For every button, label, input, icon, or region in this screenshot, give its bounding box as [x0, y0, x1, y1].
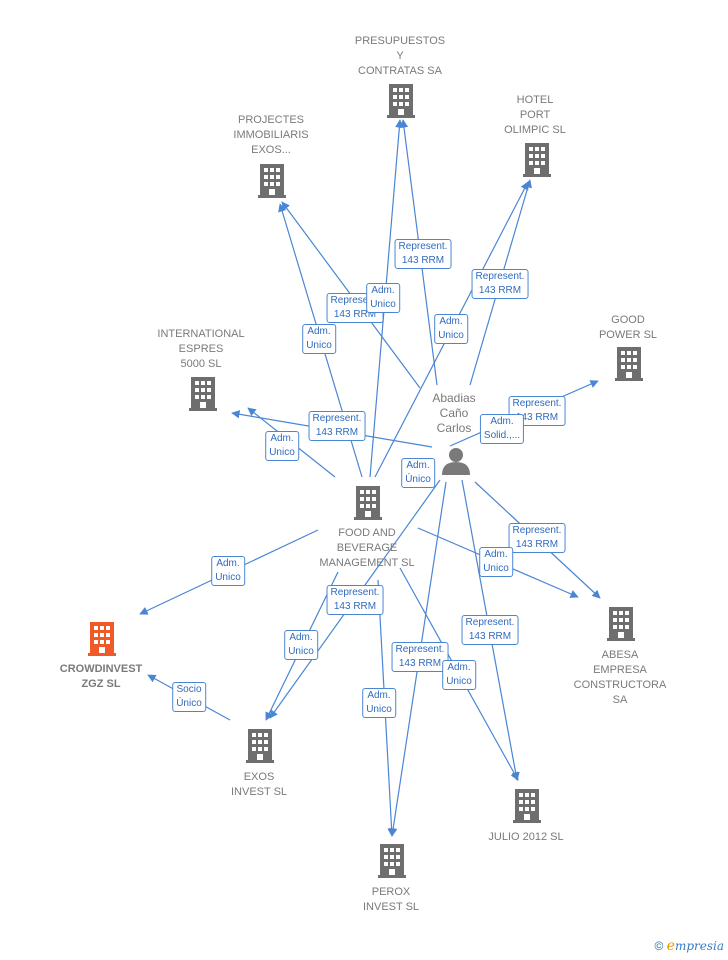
building-icon[interactable] [378, 844, 406, 878]
edge-label: Adm. Unico [302, 324, 336, 354]
edge-label: Adm. Unico [284, 630, 318, 660]
brand-logo-text: mpresia [674, 939, 724, 953]
edge-label: Adm. Unico [362, 688, 396, 718]
company-label-presupuestos[interactable]: PRESUPUESTOS Y CONTRATAS SA [354, 35, 446, 77]
edge-label: Adm. Unico [434, 314, 468, 344]
building-icon[interactable] [513, 789, 541, 823]
building-icon[interactable] [189, 377, 217, 411]
company-label-julio[interactable]: JULIO 2012 SL [488, 831, 564, 843]
building-icon[interactable] [523, 143, 551, 177]
company-label-perox[interactable]: PEROX INVEST SL [362, 886, 420, 913]
edge-label: Represent. 143 RRM [391, 642, 449, 672]
edge-label: Adm. Solid.,... [479, 414, 525, 444]
edge-label: Represent. 143 RRM [394, 239, 452, 269]
edge-label: Adm. Unico [442, 660, 476, 690]
edge-label: Represent. 143 RRM [471, 269, 529, 299]
edge-label: Adm. Unico [265, 431, 299, 461]
company-label-food[interactable]: FOOD AND BEVERAGE MANAGEMENT SL [319, 527, 415, 569]
company-label-exos[interactable]: EXOS INVEST SL [230, 771, 288, 798]
footer-brand[interactable]: © empresia [654, 938, 724, 954]
node-icons [88, 84, 643, 878]
copyright-icon: © [654, 939, 664, 953]
building-icon[interactable] [607, 607, 635, 641]
building-icon[interactable] [258, 164, 286, 198]
edge-label: Socio Único [172, 682, 206, 712]
company-label-abesa[interactable]: ABESA EMPRESA CONSTRUCTORA SA [573, 649, 667, 706]
company-label-crowdinvest[interactable]: CROWDINVEST ZGZ SL [59, 663, 143, 690]
edge-label: Represent. 143 RRM [508, 523, 566, 553]
company-label-international[interactable]: INTERNATIONAL ESPRES 5000 SL [157, 328, 245, 370]
building-icon[interactable] [387, 84, 415, 118]
edge-label: Represent. 143 RRM [326, 585, 384, 615]
person-name[interactable]: Abadias Caño Carlos [432, 391, 476, 435]
edge-label: Adm. Único [401, 458, 435, 488]
person-icon[interactable] [442, 448, 470, 475]
edge-label: Represent. 143 RRM [461, 615, 519, 645]
building-icon[interactable] [246, 729, 274, 763]
edge-label: Represent. 143 RRM [308, 411, 366, 441]
company-label-hotel[interactable]: HOTEL PORT OLIMPIC SL [504, 94, 566, 136]
edge-label: Adm. Unico [366, 283, 400, 313]
edge-label: Adm. Unico [211, 556, 245, 586]
building-icon[interactable] [354, 486, 382, 520]
edges [139, 119, 601, 837]
brand-logo-e: e [666, 938, 675, 954]
building-icon[interactable] [615, 347, 643, 381]
company-label-good[interactable]: GOOD POWER SL [598, 314, 658, 341]
company-label-projectes[interactable]: PROJECTES IMMOBILIARIS EXOS... [233, 114, 309, 156]
building-icon[interactable] [88, 622, 116, 656]
edge-label: Adm. Unico [479, 547, 513, 577]
